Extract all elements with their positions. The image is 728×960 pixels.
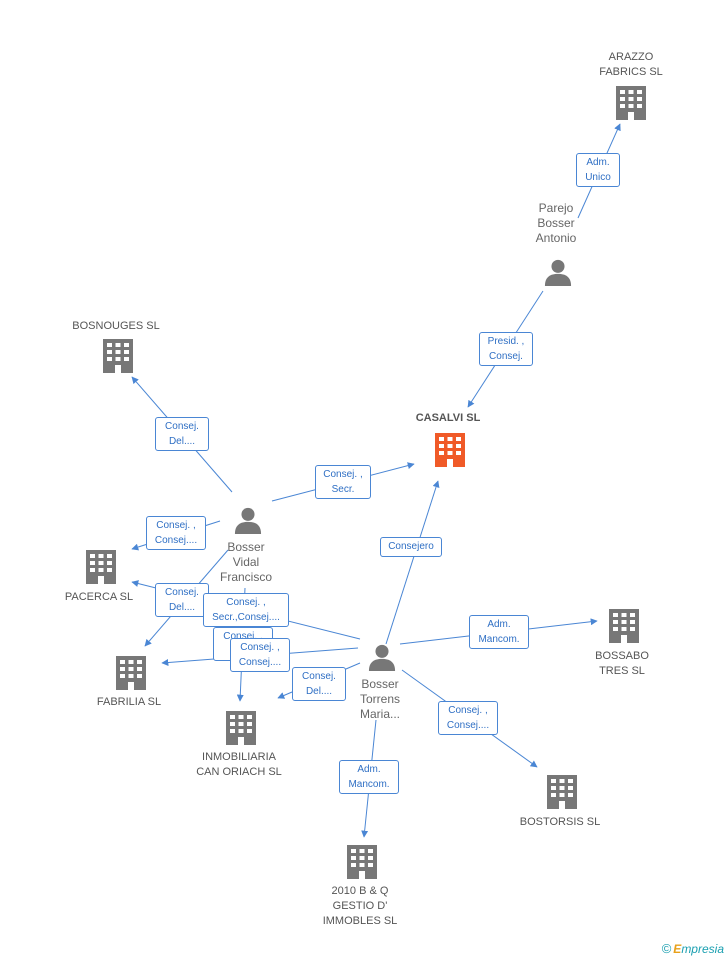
building-icon-arazzo[interactable] <box>616 86 646 120</box>
node-label-torrens[interactable]: Bosser Torrens Maria... <box>359 677 401 721</box>
building-icon-inmobiliaria[interactable] <box>226 711 256 745</box>
building-icon-gestio[interactable] <box>347 845 377 879</box>
node-label-arazzo[interactable]: ARAZZO FABRICS SL <box>599 51 663 78</box>
node-label-casalvi[interactable]: CASALVI SL <box>415 412 481 424</box>
node-label-parejo[interactable]: Parejo Bosser Antonio <box>535 201 577 245</box>
building-icon-fabrilia[interactable] <box>116 656 146 690</box>
edge-torrens-to-casalvi <box>385 480 440 645</box>
node-label-gestio[interactable]: 2010 B & Q GESTIO D' IMMOBLES SL <box>322 885 398 927</box>
edge-label-parejo-to-casalvi[interactable]: Presid. , Consej. <box>479 332 533 366</box>
edge-label-vidal-to-bosnouges[interactable]: Consej. Del.... <box>155 417 209 451</box>
edge-label-torrens-to-bossabo[interactable]: Adm. Mancom. <box>469 615 529 649</box>
person-icon-torrens[interactable] <box>368 644 396 671</box>
person-icon-vidal[interactable] <box>234 507 262 534</box>
edge-label-parejo-to-arazzo[interactable]: Adm. Unico <box>576 153 620 187</box>
building-icon-bostorsis[interactable] <box>547 775 577 809</box>
edge-label-torrens-to-inmobiliaria[interactable]: Consej. Del.... <box>292 667 346 701</box>
edge-label-torrens-to-pacerca[interactable]: Consej. , Secr.,Consej.... <box>203 593 289 627</box>
building-icon-bosnouges[interactable] <box>103 339 133 373</box>
node-label-inmobiliaria[interactable]: INMOBILIARIA CAN ORIACH SL <box>196 751 282 778</box>
node-label-vidal[interactable]: Bosser Vidal Francisco <box>219 540 273 584</box>
node-label-fabrilia[interactable]: FABRILIA SL <box>96 696 162 708</box>
node-label-bostorsis[interactable]: BOSTORSIS SL <box>519 816 601 828</box>
edge-label-torrens-to-gestio[interactable]: Adm. Mancom. <box>339 760 399 794</box>
node-label-bossabo[interactable]: BOSSABO TRES SL <box>595 650 649 677</box>
building-icon-pacerca[interactable] <box>86 550 116 584</box>
node-label-bosnouges[interactable]: BOSNOUGES SL <box>72 320 160 332</box>
person-icon-parejo[interactable] <box>544 259 572 286</box>
edge-label-torrens-to-casalvi[interactable]: Consejero <box>380 537 442 557</box>
edge-label-torrens-to-bostorsis[interactable]: Consej. , Consej.... <box>438 701 498 735</box>
building-icon-bossabo[interactable] <box>609 609 639 643</box>
edge-label-vidal-to-casalvi[interactable]: Consej. , Secr. <box>315 465 371 499</box>
building-icon-casalvi[interactable] <box>435 433 465 467</box>
edge-label-vidal-to-pacerca[interactable]: Consej. , Consej.... <box>146 516 206 550</box>
edge-label-torrens-to-fabrilia[interactable]: Consej. , Consej.... <box>230 638 290 672</box>
node-label-pacerca[interactable]: PACERCA SL <box>64 591 134 603</box>
empresia-logo: ©Empresia <box>661 941 724 956</box>
edge-label-vidal-to-fabrilia[interactable]: Consej. Del.... <box>155 583 209 617</box>
